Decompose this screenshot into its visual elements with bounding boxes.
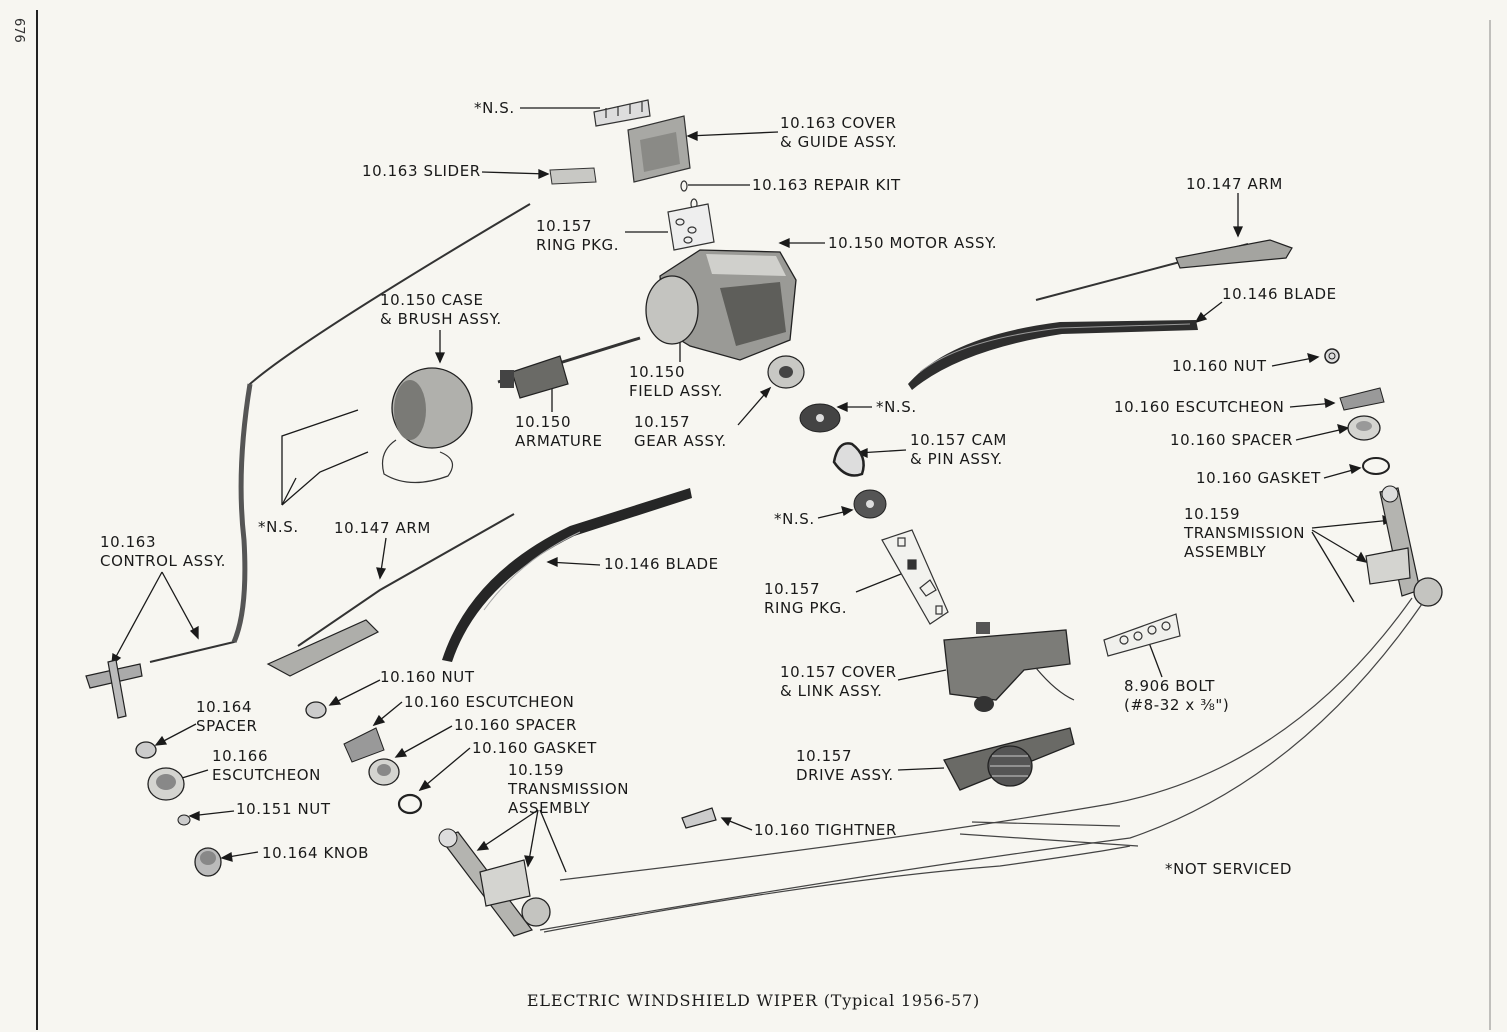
spacer-left-part (368, 758, 400, 786)
label-spacer-right: 10.160 SPACER (1170, 431, 1294, 449)
footnote-not-serviced: *NOT SERVICED (1165, 860, 1293, 878)
escutcheon-166-part (147, 767, 185, 801)
gear-assembly-part (767, 355, 805, 389)
label-knob: 10.164 KNOB (262, 844, 370, 862)
label-repair-kit: 10.163 REPAIR KIT (752, 176, 901, 194)
label-ns-lower: *N.S. (774, 510, 815, 528)
case-brush-part (381, 367, 473, 484)
label-nut-151: 10.151 NUT (236, 800, 331, 818)
cam-pin-part (832, 442, 865, 477)
ns-mid-part (799, 403, 841, 433)
nut-left-part (305, 701, 327, 719)
knob-part (194, 847, 222, 877)
label-ns-left: *N.S. (258, 518, 299, 536)
label-cam-pin-assy: 10.157 CAM& PIN ASSY. (910, 431, 1007, 468)
ns-lower-part (853, 489, 887, 519)
label-cover-guide-assy: 10.163 COVER& GUIDE ASSY. (780, 114, 898, 151)
bolt-parts (1103, 613, 1181, 657)
label-ns-mid: *N.S. (876, 398, 917, 416)
label-gasket-right: 10.160 GASKET (1196, 469, 1321, 487)
label-bolt: 8.906 BOLT(#8-32 x ⅜") (1124, 677, 1230, 714)
label-nut-right: 10.160 NUT (1172, 357, 1267, 375)
label-ns-top: *N.S. (474, 99, 515, 117)
label-cover-link-assy: 10.157 COVER& LINK ASSY. (780, 663, 897, 700)
control-assembly-part (85, 203, 531, 719)
transmission-right-part (1365, 485, 1443, 607)
ring-pkg-lower-part (881, 529, 949, 625)
label-arm-left: 10.147 ARM (334, 519, 431, 537)
drive-assembly-part (943, 727, 1075, 791)
ring-pkg-top-part (667, 203, 715, 251)
armature-part (497, 336, 641, 399)
escutcheon-left-part (343, 727, 385, 763)
slider-part (549, 167, 597, 185)
label-blade-left: 10.146 BLADE (604, 555, 719, 573)
blade-left-part (442, 488, 692, 662)
label-tightner: 10.160 TIGHTNER (754, 821, 898, 839)
label-escutcheon-right: 10.160 ESCUTCHEON (1114, 398, 1285, 416)
tightner-part (681, 807, 717, 829)
motor-assembly-part (645, 249, 797, 361)
figure-caption: ELECTRIC WINDSHIELD WIPER (Typical 1956-… (526, 991, 981, 1010)
label-nut-left: 10.160 NUT (380, 668, 475, 686)
label-motor-assy: 10.150 MOTOR ASSY. (828, 234, 998, 252)
label-slider: 10.163 SLIDER (362, 162, 481, 180)
escutcheon-right-part (1339, 387, 1385, 411)
label-gasket-left: 10.160 GASKET (472, 739, 597, 757)
ns-clips-top (593, 99, 651, 127)
spacer-164-part (135, 741, 157, 759)
label-spacer-left: 10.160 SPACER (454, 716, 578, 734)
label-blade-right: 10.146 BLADE (1222, 285, 1337, 303)
arm-left-part (266, 513, 515, 677)
leader-lines (111, 107, 1394, 873)
arm-right-part (1035, 239, 1293, 301)
label-escutcheon-left: 10.160 ESCUTCHEON (404, 693, 575, 711)
gasket-right-part (1362, 457, 1390, 475)
cover-guide-part (627, 115, 691, 183)
label-arm-right: 10.147 ARM (1186, 175, 1283, 193)
blade-right-part (908, 320, 1198, 390)
label-case-brush-assy: 10.150 CASE& BRUSH ASSY. (380, 291, 502, 328)
nut-right-part (1324, 348, 1340, 364)
nut-151-part (177, 814, 191, 826)
drive-cables (539, 597, 1423, 933)
spacer-right-part (1347, 415, 1381, 441)
gasket-left-part (397, 793, 423, 815)
cover-link-part (943, 622, 1075, 712)
transmission-left-part (438, 828, 551, 937)
